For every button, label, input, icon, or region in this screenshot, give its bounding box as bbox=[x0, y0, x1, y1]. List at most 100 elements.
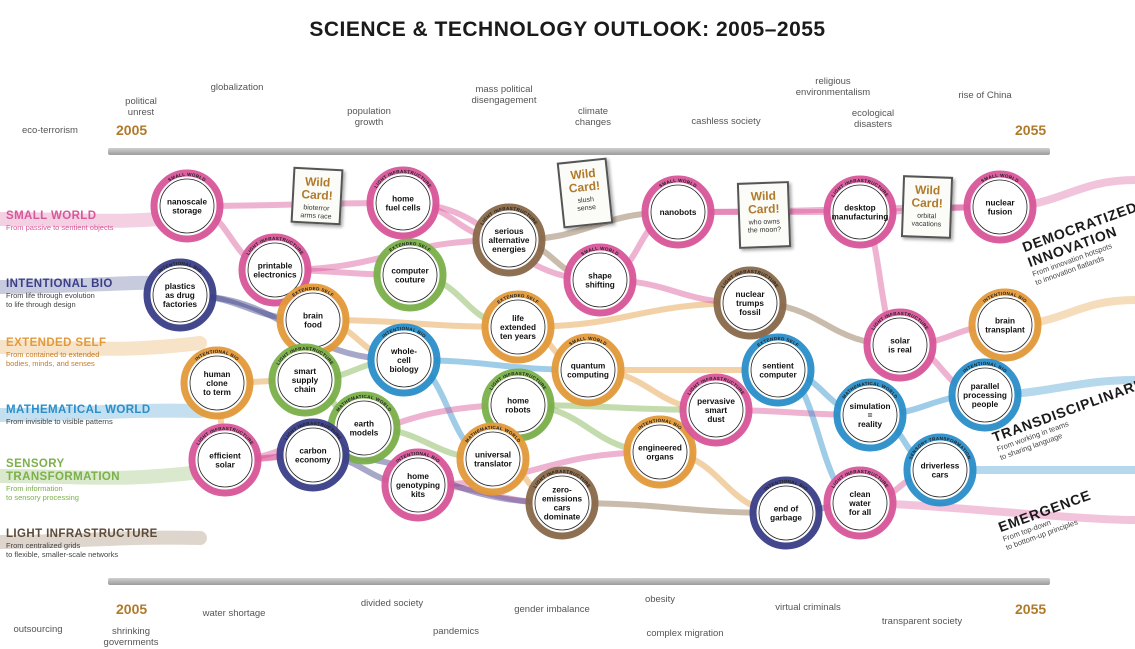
node-core bbox=[688, 382, 744, 438]
node-core bbox=[481, 212, 537, 268]
theme-ribbon bbox=[0, 336, 207, 356]
trend-bottom: obesity bbox=[644, 594, 676, 605]
node-core bbox=[247, 242, 303, 298]
wild-card-title: Wild Card! bbox=[747, 188, 780, 217]
node-core bbox=[490, 377, 546, 433]
wild-card: Wild Card! orbital vacations bbox=[900, 175, 954, 239]
theme-desc: From information to sensory processing bbox=[6, 484, 79, 502]
theme-desc: From life through evolution to life thro… bbox=[6, 291, 95, 309]
timeline-bar-bottom bbox=[108, 578, 1050, 585]
theme-desc: From invisible to visible patterns bbox=[6, 417, 113, 426]
wild-card: Wild Card! bioterror arms race bbox=[290, 166, 344, 226]
node-core bbox=[465, 431, 521, 487]
trend-top: climate changes bbox=[575, 106, 611, 128]
wild-card-text: who owns the moon? bbox=[747, 218, 782, 235]
node-core bbox=[977, 297, 1033, 353]
node-core bbox=[382, 247, 438, 303]
trend-bottom: transparent society bbox=[881, 616, 963, 627]
theme-extended-self: EXTENDED SELF From contained to extended… bbox=[6, 337, 156, 368]
node-core bbox=[872, 317, 928, 373]
theme-ribbon bbox=[0, 530, 207, 549]
node-core bbox=[277, 352, 333, 408]
end-year-bottom: 2055 bbox=[1015, 601, 1047, 617]
trend-bottom: virtual criminals bbox=[775, 602, 841, 613]
theme-ribbon bbox=[0, 403, 207, 422]
node-core bbox=[560, 342, 616, 398]
trend-top: eco-terrorism bbox=[22, 125, 78, 136]
trend-top: population growth bbox=[347, 106, 391, 128]
theme-small-world: SMALL WORLD From passive to sentient obj… bbox=[6, 210, 156, 232]
trend-top: mass political disengagement bbox=[471, 84, 537, 106]
node-core bbox=[750, 342, 806, 398]
node-core bbox=[390, 457, 446, 513]
theme-desc: From contained to extended bodies, minds… bbox=[6, 350, 100, 368]
trend-bottom: shrinking governments bbox=[103, 626, 159, 648]
node-core bbox=[972, 179, 1028, 235]
wild-card-title: Wild Card! bbox=[568, 165, 601, 196]
wild-card-text: bioterror arms race bbox=[300, 204, 332, 221]
wild-card: Wild Card! slush sense bbox=[556, 157, 614, 229]
end-year-top: 2055 bbox=[1015, 122, 1047, 138]
theme-ribbon bbox=[0, 465, 207, 485]
theme-light-infrastructure: LIGHT INFRASTRUCTURE From centralized gr… bbox=[6, 528, 196, 559]
node-core bbox=[722, 275, 778, 331]
trend-top: political unrest bbox=[125, 96, 157, 118]
theme-label: MATHEMATICAL WORLD bbox=[6, 404, 151, 416]
trend-bottom: divided society bbox=[360, 598, 424, 609]
trend-bottom: water shortage bbox=[202, 608, 266, 619]
theme-label: EXTENDED SELF bbox=[6, 337, 107, 349]
trend-bottom: pandemics bbox=[433, 626, 479, 637]
trend-top: religious environmentalism bbox=[795, 76, 871, 98]
node-core bbox=[490, 299, 546, 355]
node-core bbox=[758, 485, 814, 541]
node-core bbox=[632, 424, 688, 480]
wild-card-title: Wild Card! bbox=[301, 174, 334, 203]
